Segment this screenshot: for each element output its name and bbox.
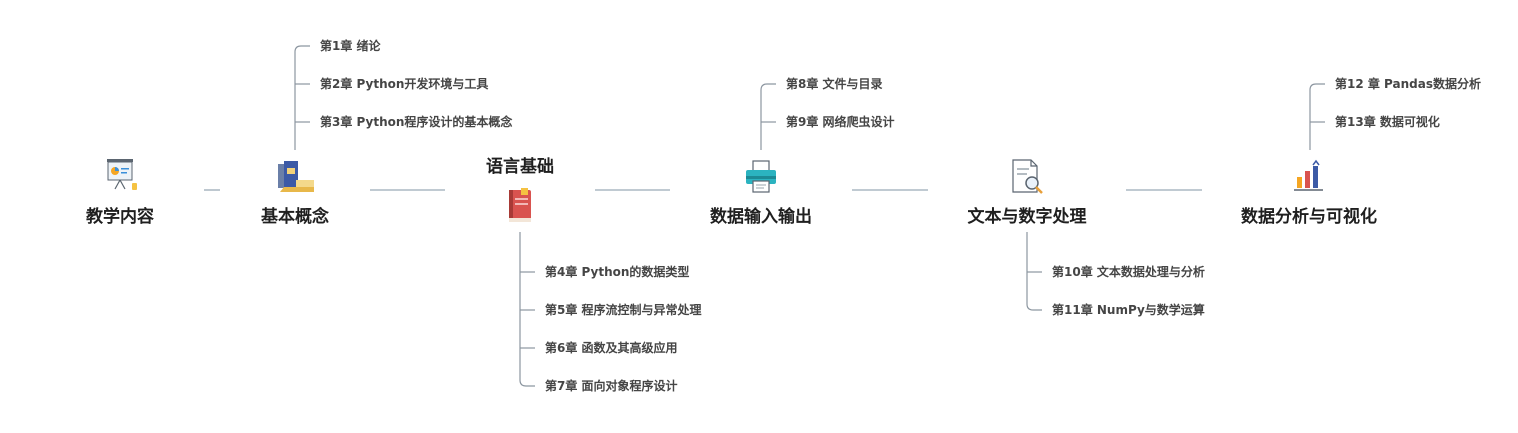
chapter-5: 第5章 程序流控制与异常处理: [545, 302, 702, 317]
branch-io-1: [760, 83, 776, 150]
document-search-icon: [1012, 159, 1043, 194]
branch-text-2: [1026, 232, 1042, 311]
printer-icon: [746, 160, 776, 193]
hub-basic-concepts: 基本概念: [260, 206, 329, 227]
chapter-8: 第8章 文件与目录: [786, 76, 883, 91]
branch-lines: [294, 45, 1325, 387]
chapter-2: 第2章 Python开发环境与工具: [320, 76, 488, 91]
hub-labels: 教学内容 基本概念 语言基础 数据输入输出 文本与数字处理 数据分析与可视化: [85, 156, 1377, 227]
hub-data-analysis-visualization: 数据分析与可视化: [1241, 206, 1377, 227]
hub-language-basics: 语言基础: [486, 156, 554, 177]
presentation-board-icon: [107, 159, 137, 190]
branch-viz-1: [1309, 83, 1325, 150]
red-book-icon: [509, 188, 531, 222]
chapter-6: 第6章 函数及其高级应用: [545, 340, 678, 355]
hub-teaching-content: 教学内容: [85, 206, 154, 227]
chapter-11: 第11章 NumPy与数学运算: [1052, 302, 1205, 317]
chapter-labels: 第1章 绪论 第2章 Python开发环境与工具 第3章 Python程序设计的…: [320, 38, 1481, 393]
chapter-10: 第10章 文本数据处理与分析: [1052, 264, 1205, 279]
branch-lang-4: [519, 232, 535, 387]
hub-data-io: 数据输入输出: [710, 206, 812, 227]
chapter-1: 第1章 绪论: [320, 38, 382, 53]
chapter-4: 第4章 Python的数据类型: [545, 264, 689, 279]
hub-text-number-processing: 文本与数字处理: [968, 206, 1087, 227]
chapter-13: 第13章 数据可视化: [1335, 114, 1440, 129]
bar-chart-icon: [1294, 159, 1323, 191]
chapter-12: 第12 章 Pandas数据分析: [1335, 76, 1481, 91]
chapter-7: 第7章 面向对象程序设计: [545, 378, 678, 393]
chapter-9: 第9章 网络爬虫设计: [786, 114, 895, 129]
books-icon: [278, 161, 314, 192]
branch-basic-1: [294, 45, 310, 150]
chapter-3: 第3章 Python程序设计的基本概念: [320, 114, 512, 129]
